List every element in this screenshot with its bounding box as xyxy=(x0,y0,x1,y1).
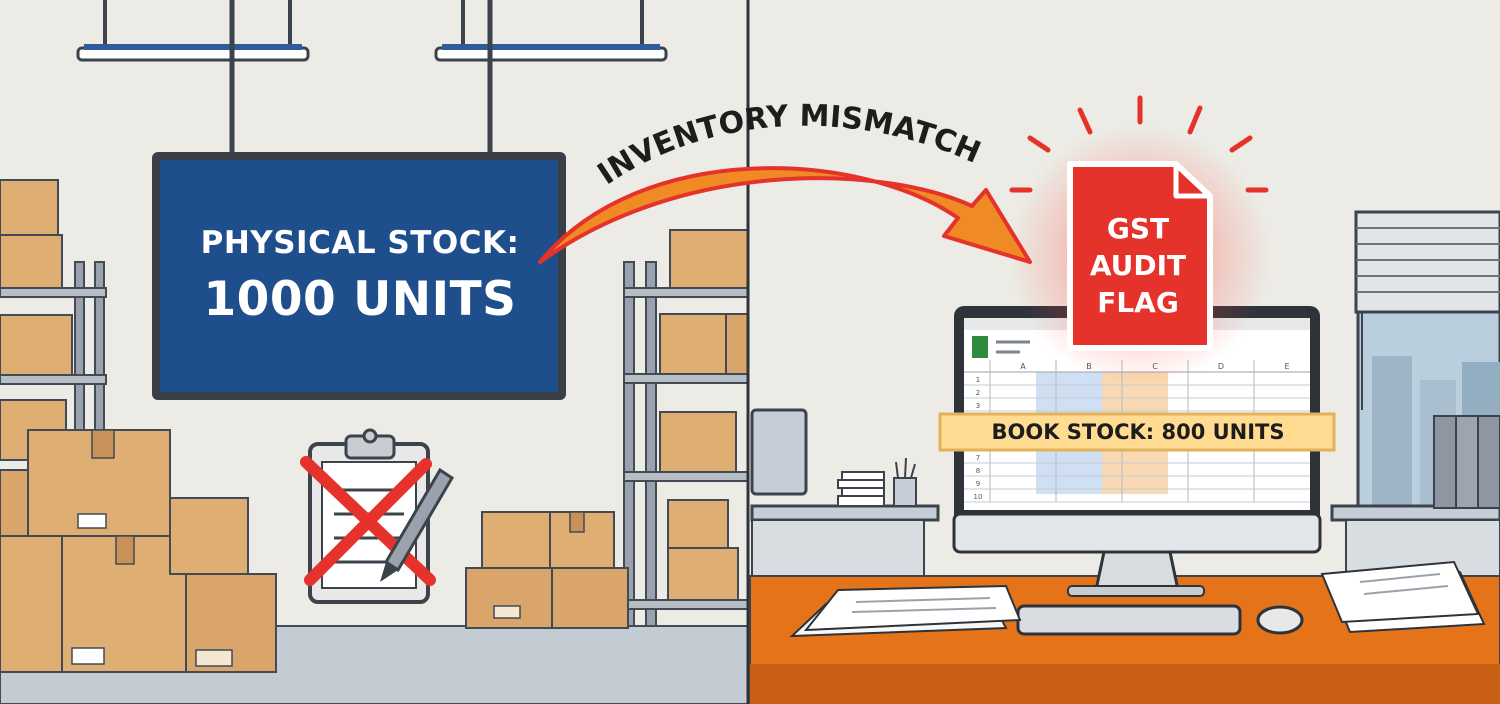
row-header: 9 xyxy=(976,480,980,488)
row-header: 1 xyxy=(976,376,980,384)
documents-on-desk xyxy=(789,584,1022,638)
column-header: E xyxy=(1284,362,1289,371)
pencil-cup-icon xyxy=(893,457,917,507)
document-alert-icon xyxy=(1009,95,1270,386)
row-header: 3 xyxy=(976,402,980,410)
column-header: A xyxy=(1020,362,1026,371)
mouse-icon xyxy=(1256,605,1304,635)
row-header: 2 xyxy=(976,389,980,397)
shelf-right xyxy=(623,229,749,627)
ceiling-lights xyxy=(76,0,668,152)
book-stock-banner xyxy=(938,412,1336,452)
pen-icon xyxy=(380,467,455,582)
audit-flag-line-2: AUDIT xyxy=(1089,249,1187,282)
physical-stock-sign xyxy=(152,152,566,400)
row-header: 10 xyxy=(974,493,983,501)
mismatch-arrow xyxy=(538,166,1032,264)
audit-flag-line-3: FLAG xyxy=(1097,286,1179,319)
audit-flag-line-1: GST xyxy=(1106,212,1170,245)
row-header: 8 xyxy=(976,467,980,475)
box-pile-center xyxy=(465,511,629,629)
desk-front xyxy=(750,664,1500,704)
paper-stack xyxy=(837,471,885,507)
row-header: 7 xyxy=(976,454,980,462)
book-stock-label: BOOK STOCK: 800 UNITS xyxy=(991,420,1285,444)
binders xyxy=(1433,415,1500,509)
box-stack-left xyxy=(0,429,277,673)
physical-stock-label: PHYSICAL STOCK: xyxy=(200,225,520,261)
keyboard xyxy=(1016,604,1242,636)
report-stack xyxy=(1320,560,1486,634)
physical-stock-value: 1000 UNITS xyxy=(203,272,517,327)
column-header: D xyxy=(1218,362,1224,371)
